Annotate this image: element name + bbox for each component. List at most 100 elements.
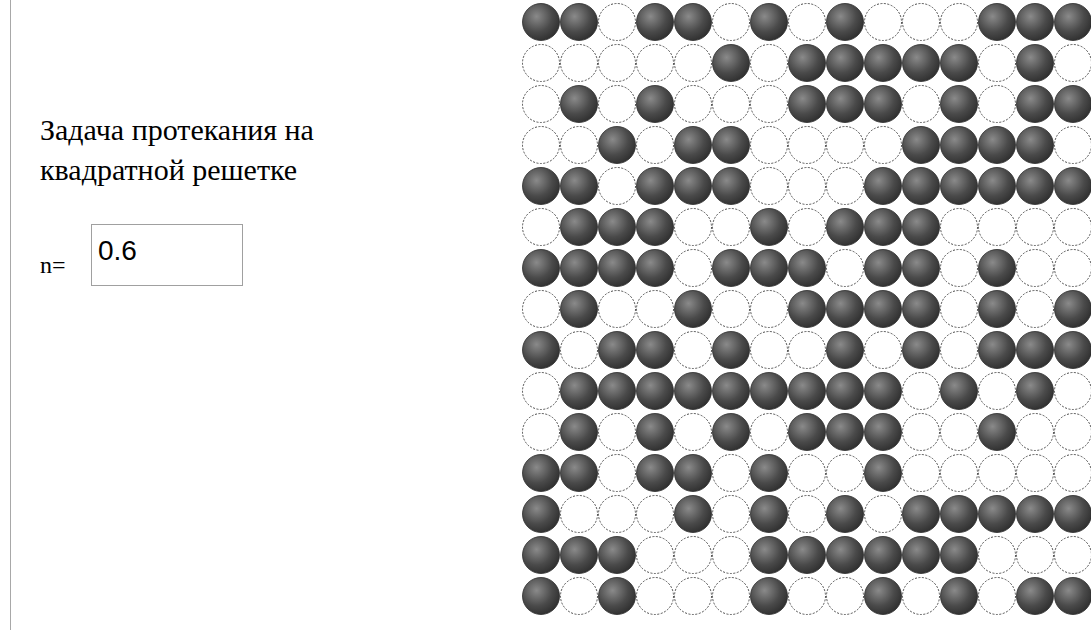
- occupied-site: [1017, 127, 1054, 164]
- empty-site: [637, 496, 674, 533]
- occupied-site: [523, 332, 560, 369]
- occupied-site: [713, 250, 750, 287]
- empty-site: [675, 86, 712, 123]
- occupied-site: [827, 86, 864, 123]
- empty-site: [1017, 291, 1054, 328]
- occupied-site: [713, 373, 750, 410]
- occupied-site: [523, 250, 560, 287]
- lattice-grid: [523, 4, 1091, 615]
- empty-site: [637, 45, 674, 82]
- empty-site: [751, 45, 788, 82]
- empty-site: [827, 127, 864, 164]
- occupied-site: [523, 496, 560, 533]
- empty-site: [903, 4, 940, 41]
- empty-site: [827, 578, 864, 615]
- occupied-site: [599, 127, 636, 164]
- occupied-site: [523, 578, 560, 615]
- empty-site: [941, 332, 978, 369]
- empty-site: [1017, 455, 1054, 492]
- empty-site: [713, 455, 750, 492]
- empty-site: [561, 127, 598, 164]
- occupied-site: [751, 373, 788, 410]
- occupied-site: [941, 537, 978, 574]
- empty-site: [827, 250, 864, 287]
- occupied-site: [789, 86, 826, 123]
- occupied-site: [865, 414, 902, 451]
- empty-site: [599, 455, 636, 492]
- occupied-site: [865, 250, 902, 287]
- empty-site: [789, 332, 826, 369]
- occupied-site: [523, 537, 560, 574]
- empty-site: [979, 455, 1016, 492]
- occupied-site: [751, 496, 788, 533]
- occupied-site: [865, 209, 902, 246]
- occupied-site: [599, 578, 636, 615]
- occupied-site: [941, 45, 978, 82]
- empty-site: [599, 496, 636, 533]
- empty-site: [523, 86, 560, 123]
- empty-site: [1055, 455, 1091, 492]
- empty-site: [941, 209, 978, 246]
- occupied-site: [1055, 496, 1091, 533]
- occupied-site: [637, 250, 674, 287]
- empty-site: [865, 332, 902, 369]
- empty-site: [713, 578, 750, 615]
- occupied-site: [599, 209, 636, 246]
- occupied-site: [1017, 332, 1054, 369]
- empty-site: [523, 45, 560, 82]
- empty-site: [903, 373, 940, 410]
- occupied-site: [903, 45, 940, 82]
- occupied-site: [1055, 332, 1091, 369]
- occupied-site: [637, 332, 674, 369]
- occupied-site: [1017, 373, 1054, 410]
- occupied-site: [599, 332, 636, 369]
- occupied-site: [1017, 86, 1054, 123]
- empty-site: [789, 209, 826, 246]
- empty-site: [561, 332, 598, 369]
- empty-site: [979, 373, 1016, 410]
- occupied-site: [561, 209, 598, 246]
- occupied-site: [941, 578, 978, 615]
- occupied-site: [941, 168, 978, 205]
- occupied-site: [561, 414, 598, 451]
- occupied-site: [599, 537, 636, 574]
- occupied-site: [903, 537, 940, 574]
- empty-site: [789, 455, 826, 492]
- occupied-site: [789, 45, 826, 82]
- occupied-site: [561, 373, 598, 410]
- empty-site: [561, 45, 598, 82]
- occupied-site: [637, 86, 674, 123]
- occupied-site: [941, 373, 978, 410]
- empty-site: [979, 209, 1016, 246]
- occupied-site: [865, 373, 902, 410]
- empty-site: [523, 291, 560, 328]
- empty-site: [1017, 250, 1054, 287]
- occupied-site: [903, 209, 940, 246]
- occupied-site: [599, 373, 636, 410]
- empty-site: [1055, 537, 1091, 574]
- occupied-site: [637, 168, 674, 205]
- empty-site: [675, 578, 712, 615]
- empty-site: [827, 455, 864, 492]
- occupied-site: [561, 4, 598, 41]
- occupied-site: [789, 373, 826, 410]
- empty-site: [751, 414, 788, 451]
- occupied-site: [675, 168, 712, 205]
- occupied-site: [789, 414, 826, 451]
- occupied-site: [751, 578, 788, 615]
- occupied-site: [865, 578, 902, 615]
- occupied-site: [979, 4, 1016, 41]
- occupied-site: [713, 332, 750, 369]
- empty-site: [599, 45, 636, 82]
- occupied-site: [713, 127, 750, 164]
- empty-site: [675, 250, 712, 287]
- empty-site: [713, 209, 750, 246]
- occupied-site: [1055, 578, 1091, 615]
- page-title: Задача протекания на квадратной решетке: [40, 110, 460, 190]
- occupied-site: [561, 86, 598, 123]
- empty-site: [637, 291, 674, 328]
- empty-site: [675, 45, 712, 82]
- occupied-site: [1017, 168, 1054, 205]
- empty-site: [1055, 45, 1091, 82]
